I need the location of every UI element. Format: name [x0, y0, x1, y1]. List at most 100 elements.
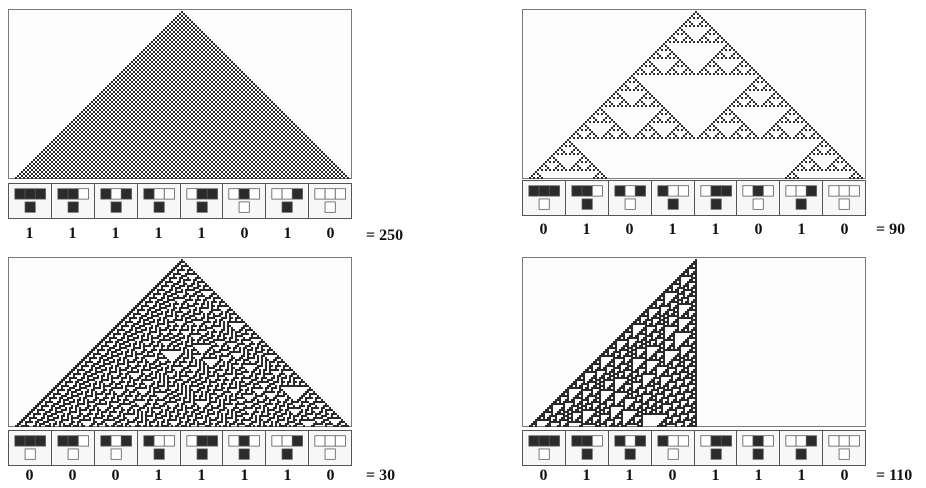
result-cell	[196, 201, 208, 213]
ca-evolution-svg	[15, 11, 349, 179]
neighborhood-cell	[753, 435, 765, 447]
result-cell	[153, 448, 165, 460]
neighborhood-cell	[314, 188, 326, 200]
rule-bit: 0	[840, 221, 849, 238]
rule-neighborhood-icon	[9, 184, 52, 218]
rule-neighborhood-icon	[566, 431, 609, 465]
rule-bit: 0	[111, 467, 120, 484]
neighborhood-cell	[185, 188, 197, 200]
result-cell	[667, 448, 679, 460]
rule-icon-strip	[8, 430, 352, 466]
rule-number-label: = 30	[366, 467, 396, 484]
rule-bit: 1	[797, 467, 806, 484]
rule-bit: 0	[668, 467, 677, 484]
neighborhood-cell	[742, 435, 754, 447]
rule-bits: 0 0 0 1 1 1 1 0	[8, 467, 352, 485]
neighborhood-cell	[677, 435, 689, 447]
neighborhood-cell	[239, 188, 251, 200]
result-cell	[667, 198, 679, 210]
neighborhood-cell	[206, 435, 218, 447]
neighborhood-cell	[667, 185, 679, 197]
rule-bit: 0	[68, 467, 77, 484]
rule-neighborhood-icon	[223, 431, 267, 465]
rule-neighborhood-icon	[823, 181, 865, 215]
rule-bit: 1	[111, 225, 120, 242]
rule-icon-strip	[522, 180, 866, 216]
rule-bit: 0	[754, 221, 763, 238]
neighborhood-cell	[614, 185, 626, 197]
rule-number-label: = 250	[366, 227, 404, 244]
neighborhood-cell	[153, 188, 165, 200]
neighborhood-cell	[228, 188, 240, 200]
neighborhood-cell	[228, 435, 240, 447]
neighborhood-cell	[335, 188, 347, 200]
rule-number-label: = 90	[876, 221, 906, 238]
rule-bit: 1	[283, 467, 292, 484]
result-cell	[196, 448, 208, 460]
rule-bit: 1	[240, 467, 249, 484]
neighborhood-cell	[849, 435, 861, 447]
neighborhood-cell	[271, 435, 283, 447]
rule-neighborhood-icon	[138, 431, 181, 465]
neighborhood-cell	[763, 185, 775, 197]
result-cell	[753, 448, 765, 460]
neighborhood-cell	[634, 435, 646, 447]
neighborhood-cell	[14, 435, 26, 447]
rule-bit: 1	[797, 221, 806, 238]
result-cell	[710, 198, 722, 210]
neighborhood-cell	[806, 435, 818, 447]
neighborhood-cell	[710, 185, 722, 197]
rule-bit: 1	[197, 225, 206, 242]
rule-neighborhood-icon	[181, 431, 224, 465]
rule-bit: 1	[668, 221, 677, 238]
neighborhood-cell	[271, 188, 283, 200]
result-cell	[581, 198, 593, 210]
neighborhood-cell	[206, 188, 218, 200]
ca-evolution-svg	[15, 259, 349, 427]
rule-bit: 0	[326, 467, 335, 484]
result-cell	[67, 201, 79, 213]
rule-neighborhood-icon	[695, 431, 738, 465]
rule-neighborhood-icon	[737, 181, 781, 215]
rule-icon-strip	[522, 430, 866, 466]
rule-bit: 1	[68, 225, 77, 242]
rule-bit: 0	[25, 467, 34, 484]
neighborhood-cell	[196, 188, 208, 200]
ca-cells	[15, 11, 349, 179]
neighborhood-cell	[77, 435, 89, 447]
result-cell	[838, 448, 850, 460]
result-cell	[753, 198, 765, 210]
rule-neighborhood-icon	[566, 181, 609, 215]
neighborhood-cell	[34, 188, 46, 200]
neighborhood-cell	[795, 435, 807, 447]
rule-neighborhood-icon	[52, 184, 95, 218]
rule-bits: 0 1 0 1 1 0 1 0	[522, 221, 866, 239]
rule-neighborhood-icon	[523, 181, 566, 215]
rule-neighborhood-icon	[823, 431, 865, 465]
rule-bit: 0	[539, 467, 548, 484]
result-cell	[24, 201, 36, 213]
ca-evolution-svg	[529, 11, 863, 179]
neighborhood-cell	[14, 188, 26, 200]
neighborhood-cell	[110, 188, 122, 200]
neighborhood-cell	[34, 435, 46, 447]
result-cell	[795, 448, 807, 460]
neighborhood-cell	[806, 185, 818, 197]
neighborhood-cell	[120, 188, 132, 200]
neighborhood-cell	[120, 435, 132, 447]
neighborhood-cell	[720, 435, 732, 447]
rule-bit: 1	[711, 467, 720, 484]
result-cell	[239, 448, 251, 460]
neighborhood-cell	[571, 185, 583, 197]
result-cell	[838, 198, 850, 210]
neighborhood-cell	[281, 435, 293, 447]
neighborhood-cell	[838, 435, 850, 447]
result-cell	[239, 201, 251, 213]
neighborhood-cell	[591, 185, 603, 197]
rule-neighborhood-icon	[780, 181, 824, 215]
rule-neighborhood-icon	[609, 431, 652, 465]
neighborhood-cell	[538, 185, 550, 197]
rule-neighborhood-icon	[266, 431, 310, 465]
neighborhood-cell	[538, 435, 550, 447]
rule-bit: 1	[582, 467, 591, 484]
